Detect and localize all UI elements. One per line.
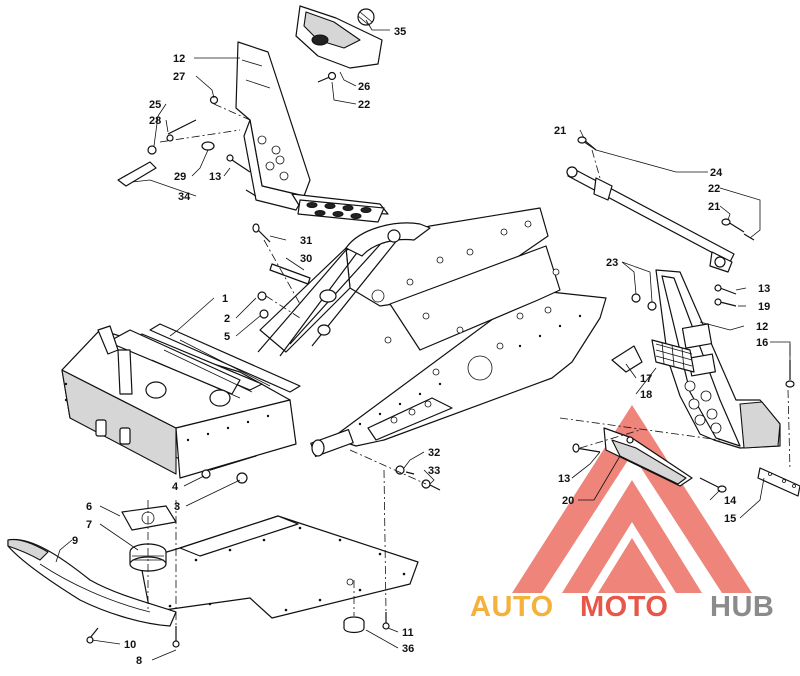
callout-11: 11 <box>402 627 414 639</box>
callout-10: 10 <box>124 639 136 651</box>
steering-post-assembly <box>117 5 389 223</box>
callout-6: 6 <box>86 501 92 513</box>
callout-36: 36 <box>402 643 414 655</box>
callout-24: 24 <box>710 167 723 179</box>
callout-26: 26 <box>358 81 370 93</box>
part-30-31 <box>252 223 311 305</box>
watermark-wordmark: AUTO MOTO HUB <box>470 591 774 623</box>
callout-19: 19 <box>758 301 770 313</box>
callout-3: 3 <box>174 501 180 513</box>
callout-1: 1 <box>222 293 228 305</box>
part-32-33 <box>349 449 441 491</box>
callout-34: 34 <box>178 191 191 203</box>
lower-right-bracket <box>559 417 727 493</box>
callout-8: 8 <box>136 655 142 667</box>
callout-14: 14 <box>724 495 737 507</box>
callout-18: 18 <box>640 389 652 401</box>
callout-35: 35 <box>394 26 406 38</box>
callout-27: 27 <box>173 71 185 83</box>
callout-33: 33 <box>428 465 440 477</box>
callout-16: 16 <box>756 337 768 349</box>
callout-17: 17 <box>640 373 652 385</box>
callout-31: 31 <box>300 235 312 247</box>
steering-support-tube <box>566 136 755 273</box>
callout-12-right: 12 <box>756 321 768 333</box>
callout-5: 5 <box>224 331 230 343</box>
callout-13-right: 13 <box>758 283 770 295</box>
part-2-5 <box>257 291 301 319</box>
callout-32: 32 <box>428 447 440 459</box>
callout-15: 15 <box>724 513 736 525</box>
callout-9: 9 <box>72 535 78 547</box>
callout-29: 29 <box>174 171 186 183</box>
watermark-moto: MOTO <box>580 591 668 623</box>
callout-4: 4 <box>172 481 179 493</box>
callout-25: 25 <box>149 99 161 111</box>
callout-2: 2 <box>224 313 230 325</box>
callout-23: 23 <box>606 257 618 269</box>
callout-7: 7 <box>86 519 92 531</box>
callout-labels: 35 12 27 26 22 25 28 29 13 34 21 24 22 2… <box>72 26 770 667</box>
callout-21-left: 21 <box>554 125 566 137</box>
right-bracket-plate <box>611 269 800 497</box>
callout-13-upper: 13 <box>209 171 221 183</box>
leader-lines <box>55 19 791 661</box>
callout-30: 30 <box>300 253 312 265</box>
watermark-triangle-logo <box>512 405 752 593</box>
callout-12-upper: 12 <box>173 53 185 65</box>
callout-20: 20 <box>562 495 574 507</box>
callout-22-right: 22 <box>708 183 720 195</box>
belly-pan <box>7 469 419 648</box>
main-chassis-frame <box>61 207 607 484</box>
mesh-pad <box>651 339 695 373</box>
callout-28: 28 <box>149 115 161 127</box>
callout-22-upper: 22 <box>358 99 370 111</box>
watermark-auto: AUTO <box>470 591 554 623</box>
callout-13-lower: 13 <box>558 473 570 485</box>
callout-21-right: 21 <box>708 201 720 213</box>
watermark-hub: HUB <box>710 591 774 623</box>
